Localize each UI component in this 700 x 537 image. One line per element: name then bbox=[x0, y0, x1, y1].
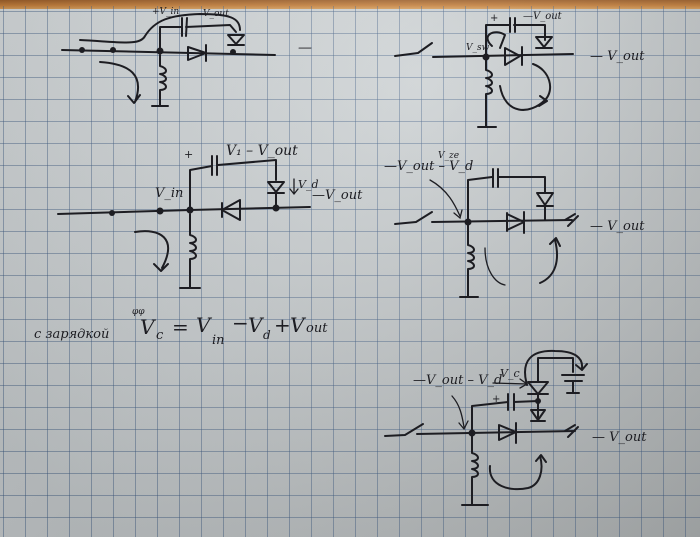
equation-term2-sub: d bbox=[263, 328, 271, 342]
current-arrow-loop bbox=[499, 63, 552, 111]
equation-term1: V bbox=[196, 313, 213, 337]
equation: с зарядкой φφ V c = V in − V d + V out bbox=[34, 307, 328, 348]
capacitor-symbol bbox=[507, 393, 515, 411]
capacitor-wires bbox=[159, 24, 237, 52]
label-cap-plus: + bbox=[184, 148, 193, 161]
circuit-sketch-1: +V_in V_out — bbox=[61, 7, 312, 107]
label-cap-right: V_out bbox=[203, 9, 229, 19]
current-arrow-up bbox=[539, 237, 561, 284]
junction-dot bbox=[156, 207, 164, 215]
label-output: — V_out bbox=[590, 49, 645, 64]
capacitor-symbol bbox=[211, 155, 218, 176]
capacitor-symbol bbox=[492, 168, 499, 188]
equation-term3: V bbox=[290, 313, 307, 337]
main-wire bbox=[431, 219, 573, 223]
junction-dot bbox=[110, 47, 116, 53]
node-pointer-arrow bbox=[451, 395, 469, 431]
node-pointer-arrow bbox=[429, 179, 463, 220]
junction-dot bbox=[230, 49, 236, 55]
diode-vertical-symbol bbox=[267, 181, 285, 209]
junction-dot bbox=[109, 210, 115, 216]
diode-upper-vertical bbox=[527, 381, 549, 402]
inductor-symbol bbox=[461, 435, 489, 506]
label-top-note: V_ze bbox=[438, 151, 459, 161]
switch-symbol bbox=[394, 42, 433, 57]
switch-symbol bbox=[394, 211, 433, 225]
equation-lhs: V bbox=[140, 315, 157, 339]
equation-minus: − bbox=[232, 311, 249, 335]
equation-term2: V bbox=[248, 313, 265, 337]
output-terminal bbox=[564, 213, 579, 227]
equation-equals: = bbox=[172, 315, 189, 339]
label-diode-drop: V_d bbox=[298, 178, 319, 191]
graph-paper bbox=[0, 6, 700, 537]
equation-term1-sub: in bbox=[212, 333, 225, 348]
label-output: —V_out bbox=[312, 188, 363, 203]
label-node: V_sw bbox=[466, 43, 490, 53]
inductor-symbol bbox=[477, 59, 497, 128]
label-dash: — bbox=[298, 40, 312, 56]
equation-superscript: φφ bbox=[132, 307, 145, 317]
label-cap-minus: —V_out bbox=[523, 11, 563, 22]
current-path-left bbox=[484, 247, 506, 286]
circuit-sketch-2: + —V_out V_sw — V_out bbox=[394, 11, 645, 128]
label-cap-voltage: V₁ – V_out bbox=[226, 143, 298, 159]
label-cap-voltage: V_c bbox=[500, 367, 520, 380]
output-capacitor-ground bbox=[537, 357, 585, 394]
equation-prefix: с зарядкой bbox=[34, 327, 109, 342]
charge-transfer-arrow bbox=[524, 349, 588, 386]
label-cap-plus: + bbox=[490, 13, 498, 24]
capacitor-wires bbox=[189, 159, 277, 211]
current-arrow-loop bbox=[488, 454, 547, 491]
diode-symbol bbox=[221, 199, 241, 221]
capacitor-symbol bbox=[181, 17, 188, 37]
diode-vertical-symbol bbox=[536, 192, 554, 221]
current-arrow-top bbox=[79, 13, 241, 44]
diode-lower-vertical bbox=[530, 409, 546, 422]
main-wire bbox=[57, 206, 311, 215]
label-cap-plus: + bbox=[492, 394, 500, 405]
inductor-symbol bbox=[459, 224, 479, 298]
label-node: —V_out – V_d bbox=[384, 159, 473, 174]
capacitor-symbol bbox=[509, 17, 516, 33]
current-loop-arrow bbox=[486, 31, 506, 49]
diode-vertical-symbol bbox=[227, 34, 245, 46]
diode-symbol bbox=[504, 46, 523, 66]
voltage-arrow bbox=[289, 178, 299, 196]
label-node: V_in bbox=[155, 186, 183, 201]
output-terminal bbox=[564, 424, 579, 438]
equation-lhs-sub: c bbox=[156, 328, 164, 343]
junction-dot bbox=[79, 47, 85, 53]
diode-vertical-symbol bbox=[535, 36, 553, 49]
main-wire bbox=[61, 49, 276, 56]
circuit-sketch-5: —V_out – V_d V_c + — V_out bbox=[384, 349, 647, 506]
circuit-sketch-3: + V₁ – V_out V_in V_d —V_out bbox=[57, 143, 363, 289]
label-node: —V_out – V_d bbox=[413, 373, 502, 388]
equation-plus: + bbox=[274, 313, 291, 337]
main-wire bbox=[432, 53, 574, 58]
switch-symbol bbox=[384, 423, 424, 437]
diode-symbol bbox=[498, 422, 517, 444]
main-wire bbox=[416, 430, 576, 435]
circuit-sketch-4: V_ze —V_out – V_d — V_out bbox=[384, 151, 645, 298]
capacitor-wires bbox=[485, 24, 546, 58]
label-cap-left: +V_in bbox=[152, 7, 179, 17]
inductor-symbol bbox=[179, 213, 201, 289]
current-arrow-down bbox=[134, 230, 169, 272]
current-arrow-down bbox=[99, 61, 141, 104]
label-output: — V_out bbox=[590, 219, 645, 234]
vc-pointer-arrow bbox=[492, 378, 529, 389]
diode-symbol bbox=[187, 44, 207, 62]
capacitor-wires bbox=[467, 176, 546, 223]
wooden-table-edge bbox=[0, 0, 700, 9]
diode-symbol bbox=[506, 211, 525, 234]
inductor-symbol bbox=[151, 54, 169, 107]
label-output: — V_out bbox=[592, 430, 647, 445]
equation-term3-sub: out bbox=[306, 321, 328, 336]
